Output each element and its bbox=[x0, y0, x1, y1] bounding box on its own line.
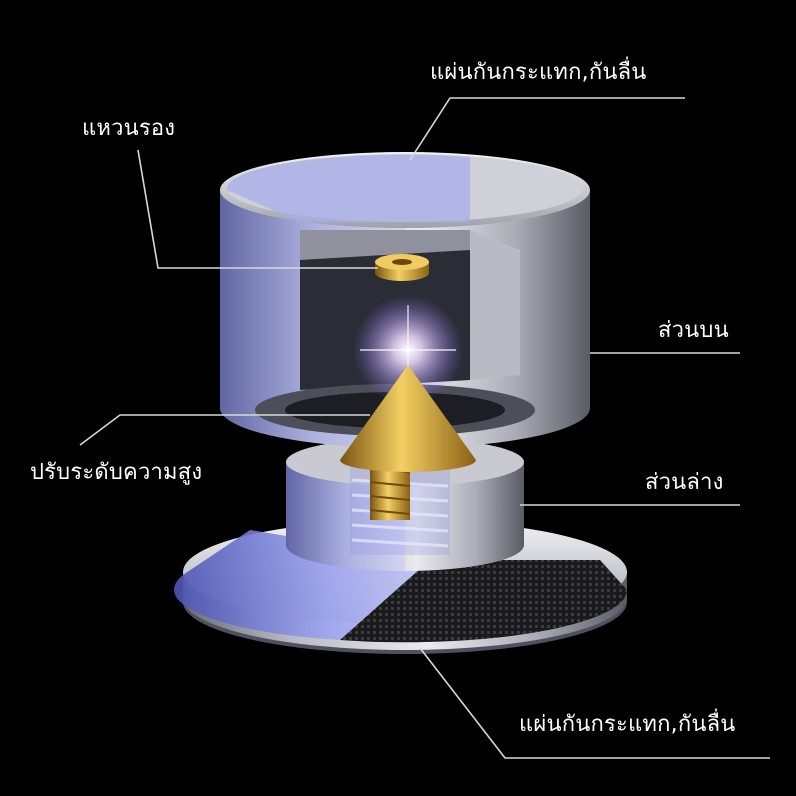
leader-line-washer bbox=[137, 149, 378, 269]
label-lower: ส่วนล่าง bbox=[645, 470, 724, 495]
leader-line-bottom-pad bbox=[419, 647, 770, 759]
label-height-adjust: ปรับระดับความสูง bbox=[30, 460, 203, 485]
upper-body bbox=[220, 152, 590, 472]
label-upper: ส่วนบน bbox=[658, 318, 729, 343]
leader-lines bbox=[79, 97, 770, 759]
leader-line-height-adjust bbox=[79, 414, 370, 446]
leader-line-top-pad bbox=[409, 97, 685, 161]
label-washer: แหวนรอง bbox=[82, 116, 176, 141]
label-bottom-pad: แผ่นกันกระแทก,กันลื่น bbox=[519, 712, 736, 737]
label-top-pad: แผ่นกันกระแทก,กันลื่น bbox=[430, 60, 647, 85]
